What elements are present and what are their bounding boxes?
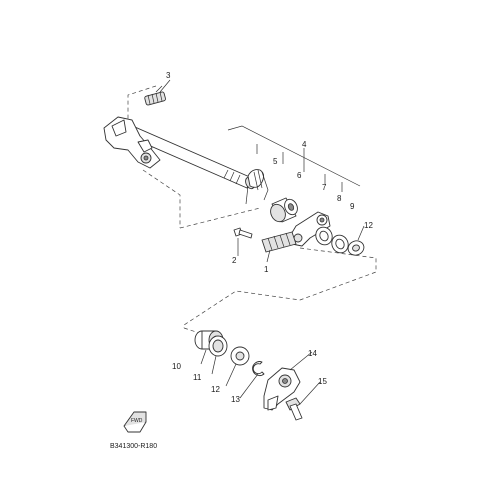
callout-6: 6	[297, 171, 302, 180]
callout-11: 11	[193, 373, 202, 382]
callout-12-lower: 12	[211, 385, 220, 394]
dashed-reference-lines	[127, 85, 377, 336]
callout-3: 3	[166, 71, 171, 80]
callout-leaders	[159, 79, 365, 405]
callout-12-upper: 12	[364, 221, 373, 230]
callout-10: 10	[172, 362, 181, 371]
shift-lever-part-14	[263, 367, 301, 411]
oil-seal-part-11	[208, 335, 228, 357]
shift-arm-part-7	[289, 211, 331, 247]
fwd-arrow-icon: FWD	[123, 411, 147, 433]
callout-9: 9	[350, 202, 355, 211]
callout-4: 4	[302, 140, 307, 149]
bolt-part-15	[285, 397, 303, 421]
callout-13: 13	[231, 395, 240, 404]
callout-7: 7	[322, 183, 327, 192]
callout-1: 1	[264, 265, 269, 274]
fwd-label: FWD	[131, 418, 143, 424]
torsion-spring-part-5	[245, 169, 269, 205]
group-bracket-4	[227, 125, 361, 192]
callout-8: 8	[337, 194, 342, 203]
shift-shaft-assembly	[103, 116, 255, 190]
washer-part-12-lower	[230, 346, 250, 366]
washer-part-9	[331, 234, 349, 254]
return-spring-part-1	[261, 231, 297, 253]
bolt-part-2	[233, 227, 253, 239]
collar-part-6	[270, 197, 298, 223]
washer-part-8	[315, 226, 333, 246]
washer-part-12-upper	[347, 240, 365, 256]
circlip-part-13	[252, 361, 265, 376]
callout-15: 15	[318, 377, 327, 386]
stud-bolt-part-3	[144, 85, 166, 106]
callout-numbers: 3 4 5 6 7 8 9 12 2 1 10 11 12 13 14 15	[166, 71, 373, 404]
callout-5: 5	[273, 157, 278, 166]
callout-2: 2	[232, 256, 237, 265]
callout-14: 14	[308, 349, 317, 358]
diagram-code: B341300-R180	[110, 443, 157, 450]
